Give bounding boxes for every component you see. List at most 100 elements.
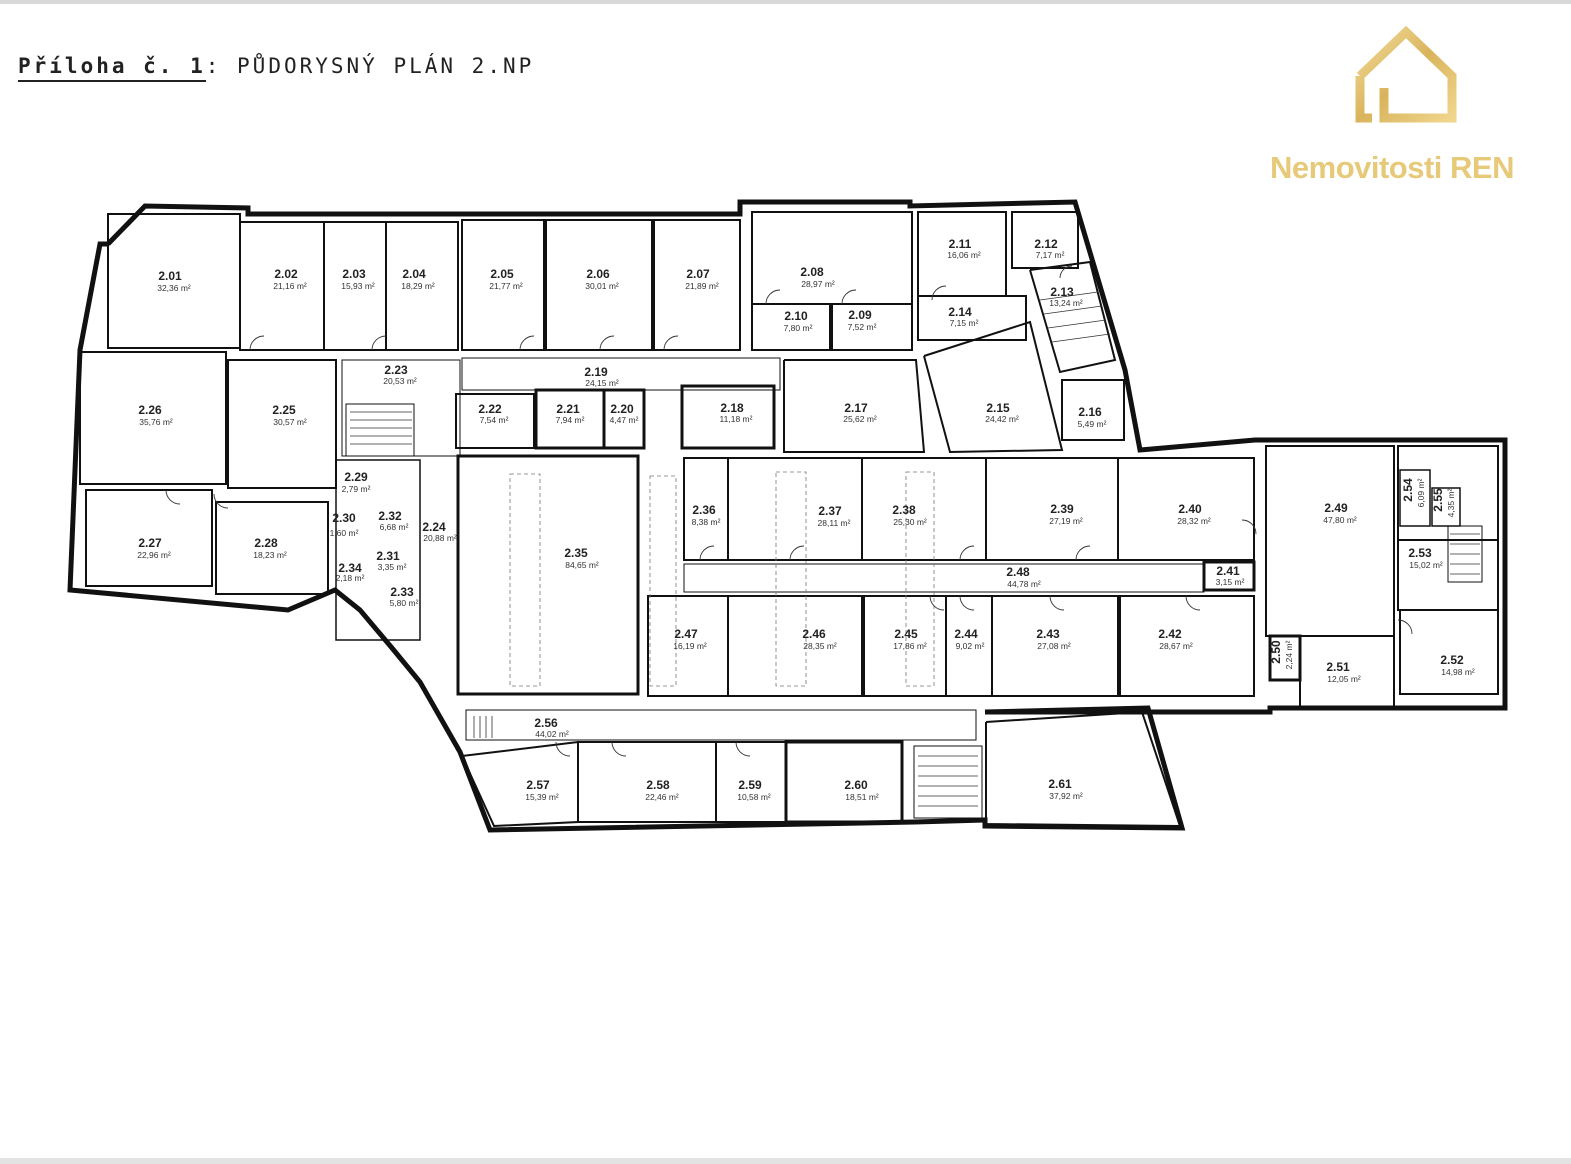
room-2.52-wall	[1399, 609, 1499, 695]
room-id-2.01: 2.01	[158, 269, 182, 283]
room-area-2.36: 8,38 m²	[692, 517, 721, 527]
room-id-2.51: 2.51	[1326, 660, 1350, 674]
room-id-2.10: 2.10	[784, 309, 808, 323]
room-id-2.58: 2.58	[646, 778, 670, 792]
room-id-2.37: 2.37	[818, 504, 842, 518]
room-area-2.39: 27,19 m²	[1049, 516, 1083, 526]
room-area-2.49: 47,80 m²	[1323, 515, 1357, 525]
room-area-2.60: 18,51 m²	[845, 792, 879, 802]
room-area-2.17: 25,62 m²	[843, 414, 877, 424]
room-area-2.33: 5,80 m²	[390, 598, 419, 608]
title-rest: PŮDORYSNÝ PLÁN 2.NP	[237, 54, 535, 78]
room-2.27-wall	[85, 489, 213, 587]
brand-logo: Nemovitosti REN	[1270, 20, 1560, 190]
room-id-2.24: 2.24	[422, 520, 446, 534]
room-id-2.57: 2.57	[526, 778, 550, 792]
wc-block-wall	[335, 459, 421, 641]
room-area-2.05: 21,77 m²	[489, 281, 523, 291]
room-area-2.41: 3,15 m²	[1216, 577, 1245, 587]
room-area-2.19: 24,15 m²	[585, 378, 619, 388]
room-area-2.15: 24,42 m²	[985, 414, 1019, 424]
room-area-2.16: 5,49 m²	[1078, 419, 1107, 429]
room-area-2.06: 30,01 m²	[585, 281, 619, 291]
corridor-2.56-wall	[465, 709, 977, 741]
room-id-2.26: 2.26	[138, 403, 162, 417]
room-id-2.55: 2.55	[1431, 488, 1445, 512]
room-area-2.02: 21,16 m²	[273, 281, 307, 291]
room-id-2.32: 2.32	[378, 509, 402, 523]
room-id-2.39: 2.39	[1050, 502, 1074, 516]
room-area-2.45: 17,86 m²	[893, 641, 927, 651]
title-lead: Příloha č. 1	[18, 54, 206, 82]
room-area-2.54: 6,09 m²	[1416, 478, 1426, 507]
room-id-2.30: 2.30	[332, 511, 356, 525]
room-area-2.57: 15,39 m²	[525, 792, 559, 802]
room-id-2.46: 2.46	[802, 627, 826, 641]
room-id-2.43: 2.43	[1036, 627, 1060, 641]
room-2.25-wall	[227, 359, 337, 489]
room-id-2.17: 2.17	[844, 401, 868, 415]
room-area-2.24: 20,88 m²	[423, 533, 457, 543]
room-id-2.07: 2.07	[686, 267, 710, 281]
room-area-2.27: 22,96 m²	[137, 550, 171, 560]
room-area-2.40: 28,32 m²	[1177, 516, 1211, 526]
room-area-2.20: 4,47 m²	[610, 415, 639, 425]
room-id-2.20: 2.20	[610, 402, 634, 416]
room-id-2.42: 2.42	[1158, 627, 1182, 641]
room-area-2.11: 16,06 m²	[947, 250, 981, 260]
room-area-2.46: 28,35 m²	[803, 641, 837, 651]
stair-treads	[350, 291, 1480, 807]
room-id-2.52: 2.52	[1440, 653, 1464, 667]
room-2.16-wall	[1061, 379, 1125, 441]
room-id-2.40: 2.40	[1178, 502, 1202, 516]
room-id-2.59: 2.59	[738, 778, 762, 792]
room-area-2.30: 1,60 m²	[330, 528, 359, 538]
room-2.51-wall	[1299, 635, 1395, 709]
room-2.28-wall	[215, 501, 329, 595]
room-2.49-wall	[1265, 445, 1395, 637]
room-id-2.14: 2.14	[948, 305, 972, 319]
room-area-2.50: 2,24 m²	[1284, 640, 1294, 669]
room-area-2.07: 21,89 m²	[685, 281, 719, 291]
room-id-2.04: 2.04	[402, 267, 426, 281]
room-2.09-wall	[831, 303, 913, 351]
room-2.20-wall	[602, 388, 646, 450]
room-area-2.26: 35,76 m²	[139, 417, 173, 427]
room-2.46-wall	[727, 595, 863, 697]
room-area-2.12: 7,17 m²	[1036, 250, 1065, 260]
room-id-2.36: 2.36	[692, 503, 716, 517]
room-2.61-wall	[985, 710, 1182, 828]
room-id-2.53: 2.53	[1408, 546, 1432, 560]
room-id-2.08: 2.08	[800, 265, 824, 279]
room-id-2.05: 2.05	[490, 267, 514, 281]
room-id-2.45: 2.45	[894, 627, 918, 641]
room-id-2.22: 2.22	[478, 402, 502, 416]
room-area-2.38: 25,30 m²	[893, 517, 927, 527]
room-area-2.32: 6,68 m²	[380, 522, 409, 532]
room-area-2.21: 7,94 m²	[556, 415, 585, 425]
room-id-2.23: 2.23	[384, 363, 408, 377]
bottom-border	[0, 1158, 1571, 1164]
room-id-2.31: 2.31	[376, 549, 400, 563]
room-area-2.59: 10,58 m²	[737, 792, 771, 802]
stair-south	[913, 745, 983, 819]
room-area-2.09: 7,52 m²	[848, 322, 877, 332]
room-area-2.42: 28,67 m²	[1159, 641, 1193, 651]
room-id-2.27: 2.27	[138, 536, 162, 550]
room-id-2.33: 2.33	[390, 585, 414, 599]
room-area-2.13: 13,24 m²	[1049, 298, 1083, 308]
room-area-2.52: 14,98 m²	[1441, 667, 1475, 677]
room-id-2.11: 2.11	[949, 237, 972, 251]
room-area-2.35: 84,65 m²	[565, 560, 599, 570]
room-id-2.49: 2.49	[1324, 501, 1348, 515]
room-area-2.56: 44,02 m²	[535, 729, 569, 739]
room-2.10-wall	[751, 303, 831, 351]
room-id-2.13: 2.13	[1050, 285, 1074, 299]
room-area-2.29: 2,79 m²	[342, 484, 371, 494]
room-id-2.50: 2.50	[1269, 640, 1283, 664]
outer-wall	[67, 199, 1508, 833]
stair-west	[345, 403, 415, 457]
room-id-2.25: 2.25	[272, 403, 296, 417]
stair-east	[1447, 525, 1483, 583]
